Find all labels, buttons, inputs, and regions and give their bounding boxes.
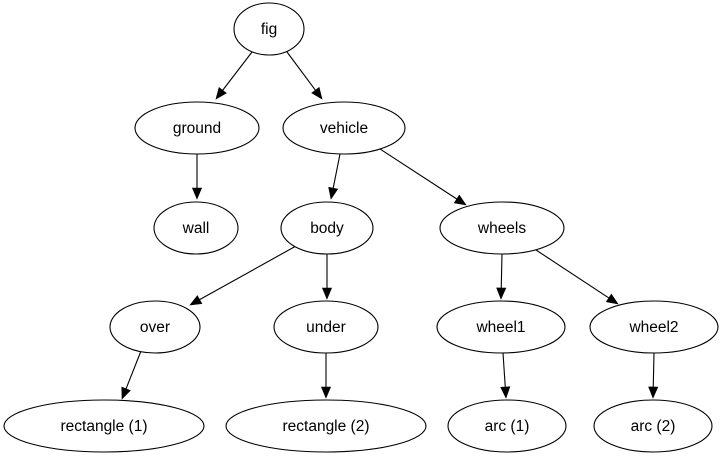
edge-line: [125, 350, 142, 389]
node-ellipse-arc2[interactable]: [593, 399, 713, 453]
node-ellipse-fig[interactable]: [233, 2, 305, 56]
graph-edge: [328, 153, 341, 200]
graph-node-vehicle[interactable]: vehicle: [282, 101, 406, 155]
edge-arrowhead-icon: [648, 386, 659, 399]
graph-edge: [532, 247, 619, 305]
edge-arrowhead-icon: [453, 194, 467, 206]
edge-arrowhead-icon: [328, 186, 339, 200]
edge-line: [500, 253, 503, 289]
graph-node-rectangle2[interactable]: rectangle (2): [225, 399, 427, 453]
edge-line: [332, 153, 341, 189]
edge-arrowhead-icon: [605, 293, 619, 305]
node-ellipse-arc1[interactable]: [447, 399, 567, 453]
edge-arrowhead-icon: [191, 187, 203, 200]
graph-node-arc1[interactable]: arc (1): [447, 399, 567, 453]
edge-arrowhead-icon: [311, 86, 323, 100]
graph-edge: [286, 51, 323, 100]
graph-edge: [189, 245, 297, 306]
node-ellipse-ground[interactable]: [134, 101, 260, 155]
graph-node-wall[interactable]: wall: [153, 201, 239, 255]
graph-edge: [496, 253, 507, 300]
edge-line: [502, 352, 506, 388]
edges-layer: [121, 51, 659, 400]
node-ellipse-rectangle2[interactable]: [225, 399, 427, 453]
edge-arrowhead-icon: [215, 86, 227, 100]
edge-line: [376, 146, 458, 200]
graph-node-rectangle1[interactable]: rectangle (1): [3, 399, 205, 453]
graph-node-over[interactable]: over: [109, 300, 201, 354]
node-ellipse-wheel1[interactable]: [436, 300, 566, 354]
graph-node-body[interactable]: body: [280, 201, 374, 255]
graph-edge: [121, 350, 142, 400]
graph-edge: [376, 146, 467, 206]
graph-edge: [500, 352, 511, 399]
graph-node-ground[interactable]: ground: [134, 101, 260, 155]
edge-line: [532, 247, 610, 299]
graph-node-wheel2[interactable]: wheel2: [589, 300, 719, 354]
edge-line: [222, 51, 253, 91]
edge-arrowhead-icon: [189, 295, 203, 306]
node-ellipse-wheel2[interactable]: [589, 300, 719, 354]
graph-node-fig[interactable]: fig: [233, 2, 305, 56]
edge-arrowhead-icon: [320, 386, 332, 399]
graph-edge: [215, 51, 253, 100]
graph-node-wheels[interactable]: wheels: [439, 201, 565, 255]
graph-node-arc2[interactable]: arc (2): [593, 399, 713, 453]
edge-line: [286, 51, 316, 91]
node-ellipse-rectangle1[interactable]: [3, 399, 205, 453]
edge-arrowhead-icon: [121, 386, 131, 400]
node-ellipse-body[interactable]: [280, 201, 374, 255]
graph-node-wheel1[interactable]: wheel1: [436, 300, 566, 354]
node-ellipse-wheels[interactable]: [439, 201, 565, 255]
node-ellipse-wall[interactable]: [153, 201, 239, 255]
edge-arrowhead-icon: [496, 287, 507, 300]
graph-edge: [320, 353, 332, 399]
node-ellipse-over[interactable]: [109, 300, 201, 354]
nodes-layer: fig ground vehicle wall body wheels over under w…: [3, 2, 719, 453]
graph-edge: [648, 352, 659, 399]
graph-edge: [321, 254, 333, 300]
graph-edge: [191, 154, 203, 200]
edge-line: [199, 245, 297, 301]
graph-node-under[interactable]: under: [273, 300, 379, 354]
node-ellipse-under[interactable]: [273, 300, 379, 354]
node-ellipse-vehicle[interactable]: [282, 101, 406, 155]
edge-arrowhead-icon: [500, 386, 511, 399]
edge-line: [652, 352, 655, 388]
edge-arrowhead-icon: [321, 287, 333, 300]
